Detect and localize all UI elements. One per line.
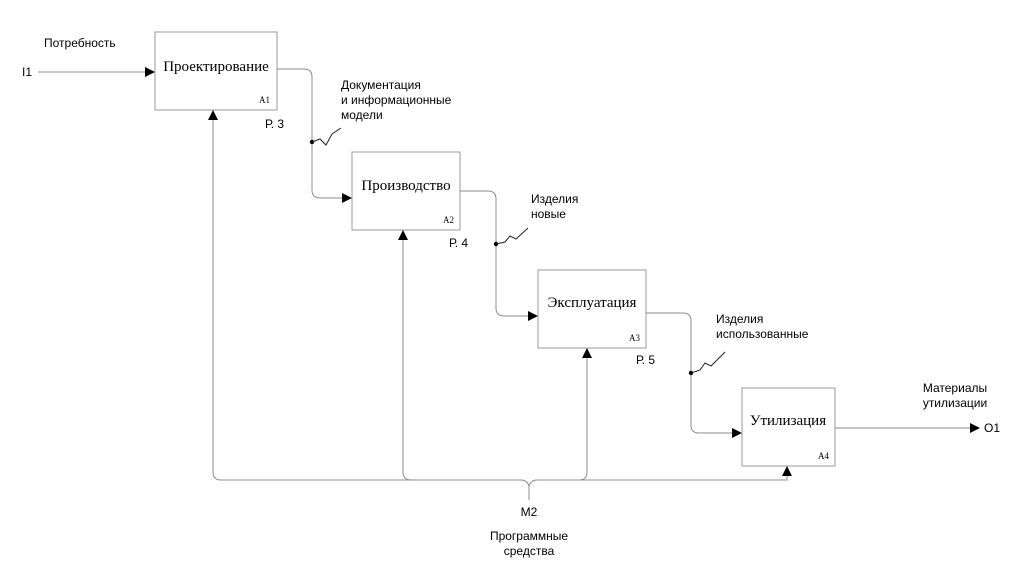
mechanism-line-a3: [578, 358, 588, 481]
activity-box-a1[interactable]: [154, 31, 278, 111]
flow-label-a2-a3-line2: новые: [531, 207, 566, 221]
squiggle-a3-a4: [690, 351, 726, 374]
squiggle-a2-a3: [495, 227, 529, 245]
output-label-o1-line1: Материалы: [923, 381, 987, 395]
arrowhead-m2-a4: [782, 466, 792, 476]
arrowhead-m2-a1: [208, 110, 218, 120]
activity-label-a3: Эксплуатация: [548, 295, 637, 311]
flow-label-a3-a4-line1: Изделия: [716, 312, 763, 326]
arrowhead-a2-a3: [528, 311, 538, 321]
activity-box-a2[interactable]: [351, 151, 461, 231]
activity-label-a4: Утилизация: [750, 413, 826, 429]
flow-label-a1-a2-line1: Документация: [341, 78, 421, 92]
output-label-o1-line2: утилизации: [923, 396, 987, 410]
flow-label-a1-a2-line3: модели: [341, 108, 383, 122]
activity-code-a4: A4: [818, 451, 829, 461]
activity-label-a2: Производство: [361, 178, 450, 194]
squiggle-a1-a2: [311, 127, 342, 146]
mechanism-line-a1-a4: [212, 120, 788, 488]
arrow-a1-a2: [277, 68, 342, 199]
activity-box-a3[interactable]: [537, 269, 647, 349]
arrowhead-i1: [145, 67, 155, 77]
page-ref-a2: Р. 4: [449, 236, 468, 250]
flow-label-a1-a2-line2: и информационные: [341, 93, 452, 107]
arrowhead-m2-a3: [582, 348, 592, 358]
activity-code-a3: A3: [629, 333, 640, 343]
input-code-i1: I1: [22, 65, 32, 79]
activity-code-a1: A1: [259, 95, 270, 105]
flow-label-a3-a4-line2: использованные: [716, 327, 809, 341]
arrowhead-m2-a2: [398, 230, 408, 240]
mechanism-line-a2: [402, 240, 412, 481]
mechanism-label-line1: Программные: [490, 529, 568, 543]
input-label-i1: Потребность: [44, 36, 116, 50]
page-ref-a1: Р. 3: [265, 117, 284, 131]
page-ref-a3: Р. 5: [636, 353, 655, 367]
activity-code-a2: A2: [443, 215, 454, 225]
arrowhead-a3-a4: [732, 428, 742, 438]
activity-box-a4[interactable]: [741, 387, 836, 467]
mechanism-label-line2: средства: [504, 544, 555, 558]
activity-label-a1: Проектирование: [163, 59, 269, 75]
arrow-a2-a3: [460, 190, 528, 317]
flow-label-a2-a3-line1: Изделия: [531, 192, 578, 206]
mechanism-code-m2: M2: [521, 505, 538, 519]
arrowhead-o1: [970, 423, 980, 433]
output-code-o1: O1: [984, 421, 1000, 435]
arrowhead-a1-a2: [342, 193, 352, 203]
